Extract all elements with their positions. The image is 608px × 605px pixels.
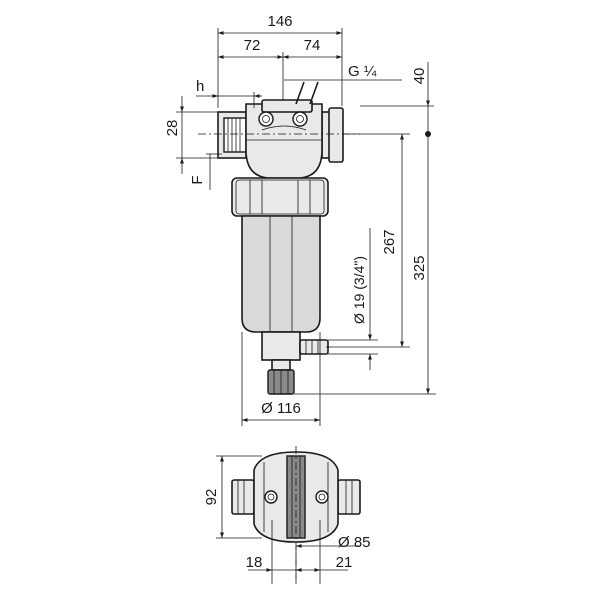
dim-port-height: 28 [164,120,181,137]
dim-top-offset: 40 [411,68,428,85]
dim-outlet-height: 267 [381,229,398,254]
dim-width-right: 74 [304,37,321,54]
dim-plan-depth: 92 [203,489,220,506]
filter-bowl [241,215,321,333]
drain-fitting [261,331,329,395]
bowl-ring [231,177,329,217]
dim-f: F [189,175,206,184]
plan-view: 92 Ø 85 18 21 [203,446,371,584]
dim-width-left: 72 [244,37,261,54]
filter-head [217,81,344,179]
dim-bottom-left: 18 [246,554,263,571]
elevation-view: 146 72 74 G ¼ 40 h 28 F [164,13,436,426]
dim-bowl-diameter: Ø 116 [261,400,301,417]
dim-h: h [196,78,204,95]
dim-plan-diameter: Ø 85 [338,534,371,551]
dim-bottom-right: 21 [336,554,353,571]
dim-total-height: 325 [411,255,428,280]
dim-width-total: 146 [267,13,292,30]
dim-drain-diameter: Ø 19 (3/4") [351,256,367,324]
dim-gauge-port: G ¼ [348,63,377,80]
